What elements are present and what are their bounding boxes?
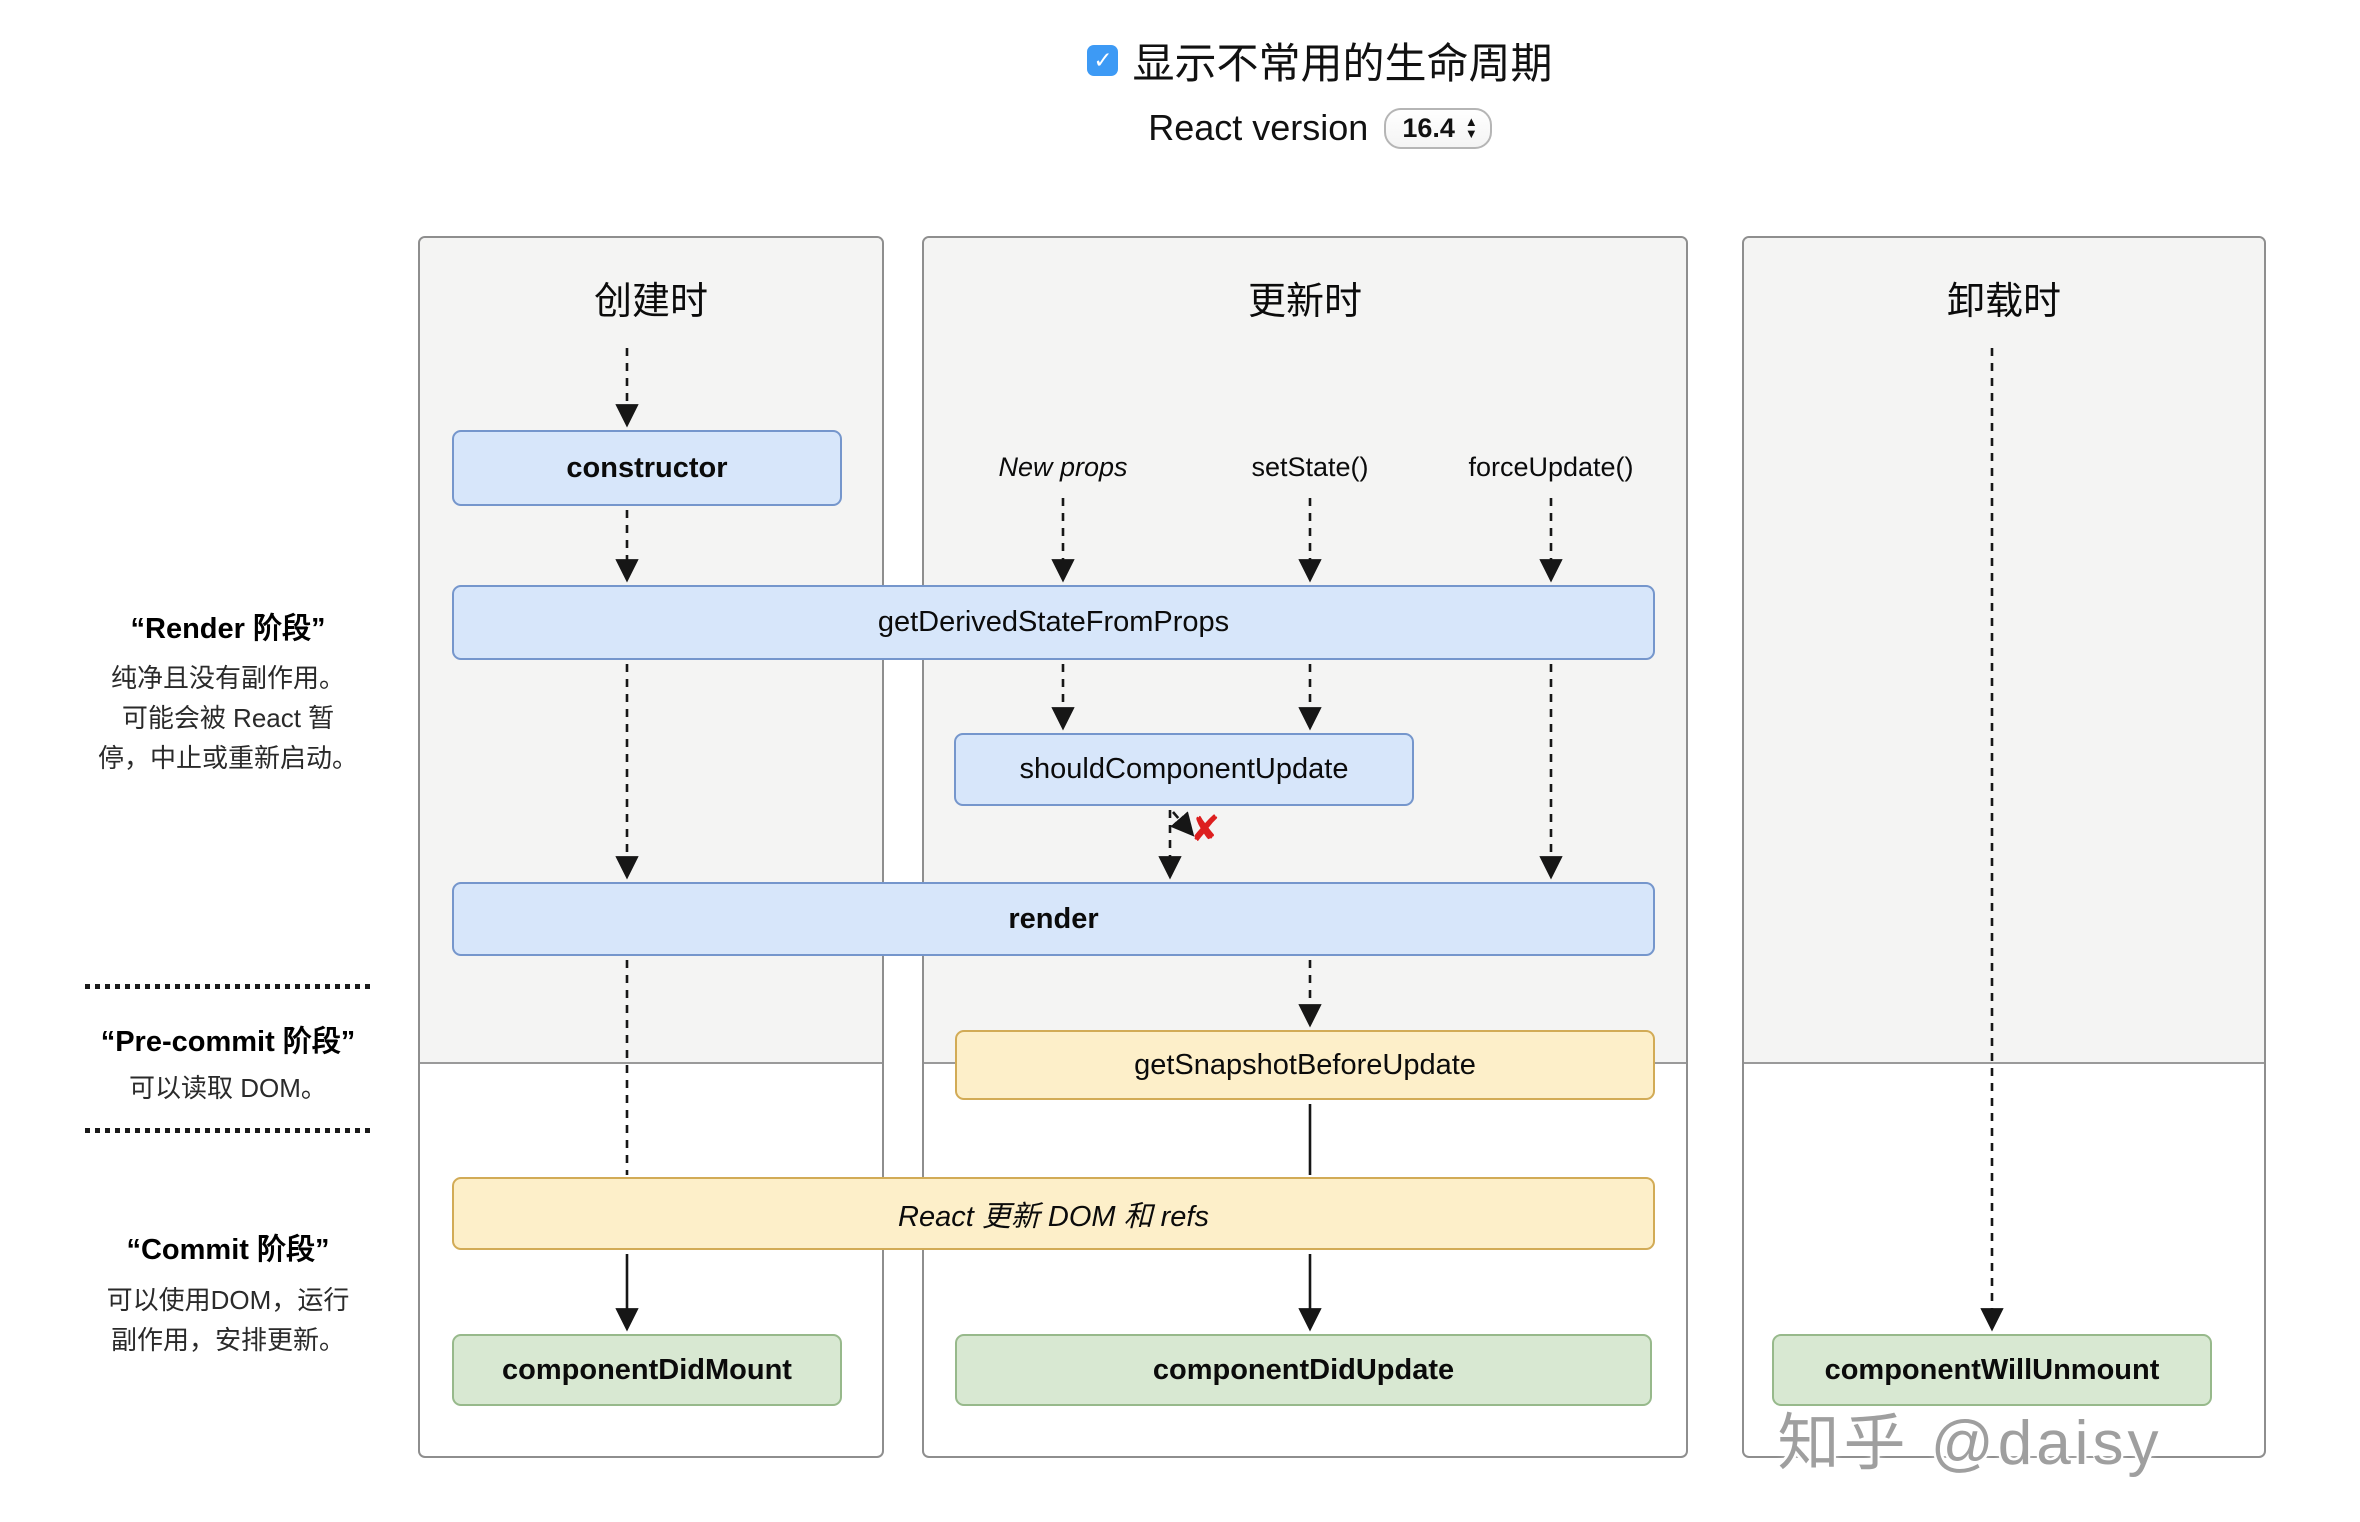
trigger-force-update: forceUpdate(): [1468, 452, 1634, 482]
trigger-new-props: New props: [998, 452, 1128, 482]
uncommon-lifecycles-checkbox[interactable]: ✓: [1087, 45, 1119, 76]
method-component-will-unmount[interactable]: componentWillUnmount: [1772, 1334, 2212, 1406]
uncommon-lifecycles-toggle-row: ✓ 显示不常用的生命周期: [600, 30, 2040, 91]
react-version-value: 16.4: [1402, 112, 1455, 143]
method-constructor[interactable]: constructor: [452, 430, 842, 506]
commit-phase-desc-line: 可以使用DOM，运行: [106, 1285, 350, 1315]
checkmark-icon: ✓: [1093, 47, 1113, 73]
method-should-component-update[interactable]: shouldComponentUpdate: [954, 733, 1414, 806]
unmount-panel-render-region: [1744, 238, 2264, 1064]
method-render[interactable]: render: [452, 882, 1655, 956]
uncommon-lifecycles-label: 显示不常用的生命周期: [1132, 40, 1553, 87]
method-component-did-mount[interactable]: componentDidMount: [452, 1334, 842, 1406]
solid-arrows: [615, 1104, 1322, 1332]
stop-x-icon: ✘: [1190, 808, 1221, 849]
select-updown-icon: ▲▼: [1464, 114, 1478, 141]
dashed-arrows: [615, 348, 2004, 1332]
react-updates-dom-bar: React 更新 DOM 和 refs: [452, 1177, 1655, 1250]
render-phase-title: “Render 阶段”: [130, 613, 326, 645]
update-panel-title: 更新时: [1247, 281, 1362, 323]
method-get-derived-state-from-props[interactable]: getDerivedStateFromProps: [452, 585, 1655, 660]
precommit-phase-desc-line: 可以读取 DOM。: [129, 1073, 327, 1103]
render-phase-desc-line: 可能会被 React 暂: [121, 703, 335, 733]
unmount-panel-title: 卸载时: [1946, 281, 2061, 323]
dotted-divider: [85, 1128, 373, 1133]
react-version-row: React version 16.4 ▲▼: [600, 107, 2040, 149]
react-version-label: React version: [1148, 107, 1369, 148]
unmount-panel: 卸载时: [1742, 236, 2266, 1458]
commit-phase-title: “Commit 阶段”: [126, 1234, 330, 1266]
header: ✓ 显示不常用的生命周期 React version 16.4 ▲▼: [600, 30, 2040, 149]
render-phase-desc-line: 纯净且没有副作用。: [110, 663, 345, 693]
trigger-set-state: setState(): [1251, 452, 1369, 482]
watermark: 知乎 @daisy: [1777, 1409, 2163, 1478]
commit-phase-desc-line: 副作用，安排更新。: [110, 1325, 345, 1355]
method-get-snapshot-before-update[interactable]: getSnapshotBeforeUpdate: [955, 1030, 1655, 1100]
mount-panel-title: 创建时: [593, 281, 708, 323]
render-phase-desc-line: 停，中止或重新启动。: [97, 743, 358, 773]
precommit-phase-title: “Pre-commit 阶段”: [100, 1026, 356, 1058]
react-version-select[interactable]: 16.4 ▲▼: [1384, 107, 1492, 149]
method-component-did-update[interactable]: componentDidUpdate: [955, 1334, 1652, 1406]
dotted-divider: [85, 984, 373, 989]
